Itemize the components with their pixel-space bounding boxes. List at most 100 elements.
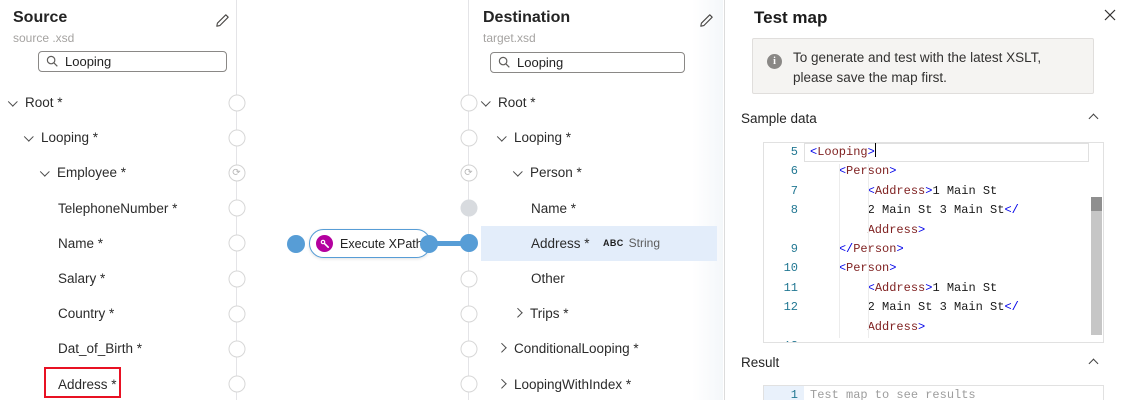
result-editor[interactable]: 1 Test map to see results — [763, 385, 1104, 400]
code-line[interactable]: 6 <Person> — [764, 162, 1103, 181]
code-line[interactable]: Address> — [764, 318, 1103, 337]
destination-handle-node[interactable] — [460, 270, 477, 288]
source-handle-node[interactable] — [228, 129, 245, 147]
chevron-right-icon[interactable] — [512, 308, 523, 318]
destination-handle-node[interactable] — [460, 375, 477, 393]
source-handle-node[interactable] — [228, 199, 245, 217]
code-line[interactable]: 11 <Address>1 Main St — [764, 279, 1103, 298]
chevron-down-icon[interactable] — [23, 132, 34, 143]
destination-handle-node[interactable] — [460, 199, 477, 217]
info-icon: i — [767, 54, 782, 69]
source-tree-node[interactable]: TelephoneNumber * — [0, 191, 236, 226]
chevron-down-icon[interactable] — [7, 96, 18, 107]
line-number: 10 — [783, 261, 798, 276]
destination-tree-node[interactable]: Person * — [481, 155, 717, 190]
code-line[interactable]: 13 — [764, 337, 1103, 342]
source-search-input[interactable] — [65, 54, 204, 69]
line-number: 11 — [783, 280, 798, 295]
source-handle-node[interactable] — [228, 305, 245, 323]
destination-node-label: LoopingWithIndex * — [514, 376, 632, 392]
destination-tree-node[interactable]: Looping * — [481, 120, 717, 155]
info-banner-line1: To generate and test with the latest XSL… — [793, 50, 1042, 65]
source-tree-node[interactable]: Root * — [0, 85, 236, 120]
destination-tree-node[interactable]: LoopingWithIndex * — [481, 367, 717, 400]
source-node-label: TelephoneNumber * — [58, 200, 178, 216]
code-text: </Person> — [838, 241, 904, 256]
code-line[interactable]: 8 2 Main St 3 Main St</ — [764, 201, 1103, 220]
abc-type-icon: ABC — [602, 238, 624, 249]
source-tree-node[interactable]: Address * — [0, 367, 236, 400]
chevron-right-icon[interactable] — [496, 378, 507, 389]
code-text: Address> — [867, 319, 926, 334]
chevron-up-icon — [1088, 113, 1098, 123]
destination-search-input[interactable] — [517, 55, 661, 70]
edit-destination-schema-button[interactable] — [698, 12, 716, 30]
source-tree-node[interactable]: Employee * — [0, 155, 236, 190]
indent-guide — [868, 164, 869, 338]
line-number: 13 — [764, 337, 804, 342]
source-handle-node[interactable] — [228, 270, 245, 288]
source-tree-node[interactable]: Dat_of_Birth * — [0, 331, 236, 366]
source-handle-node[interactable] — [228, 234, 245, 252]
code-line[interactable]: Address> — [764, 221, 1103, 240]
destination-tree-node[interactable]: Root * — [480, 85, 717, 120]
source-tree-node[interactable]: Looping * — [0, 120, 236, 155]
edit-source-schema-button[interactable] — [214, 12, 232, 30]
sample-data-collapse-button[interactable] — [1088, 111, 1104, 125]
info-banner-line2: please save the map first. — [793, 70, 947, 85]
chevron-down-icon[interactable] — [480, 96, 491, 107]
destination-tree-node[interactable]: Trips * — [481, 296, 717, 331]
destination-handle-node[interactable] — [460, 340, 477, 358]
chevron-down-icon[interactable] — [39, 167, 50, 178]
chevron-right-icon[interactable] — [496, 343, 507, 354]
destination-handle-node[interactable] — [459, 234, 478, 253]
source-handle-node[interactable] — [228, 340, 245, 358]
chevron-down-icon[interactable] — [496, 132, 507, 143]
destination-node-label: Address * — [531, 235, 590, 251]
line-number: 9 — [790, 241, 798, 256]
function-output-handle[interactable] — [420, 234, 438, 253]
line-number: 6 — [790, 164, 798, 179]
text-cursor — [874, 143, 877, 157]
code-text: <Address>1 Main St — [867, 280, 998, 295]
destination-tree-node[interactable]: Name * — [481, 191, 717, 226]
connection-wire[interactable] — [429, 241, 469, 246]
code-line[interactable]: 10 <Person> — [764, 259, 1103, 278]
destination-handle-node[interactable] — [460, 129, 477, 147]
editor-scrollbar[interactable] — [1091, 197, 1102, 335]
sample-data-editor[interactable]: 5<Looping>6 <Person>7 <Address>1 Main St… — [763, 142, 1104, 343]
source-handle-node[interactable] — [228, 94, 245, 112]
function-node-label: Execute XPath — [340, 236, 423, 251]
code-line[interactable]: 7 <Address>1 Main St — [764, 182, 1103, 201]
line-number — [764, 221, 804, 240]
code-line[interactable]: 9 </Person> — [764, 240, 1103, 259]
result-line-number: 1 — [764, 386, 804, 400]
code-line[interactable]: 5<Looping> — [764, 143, 1103, 162]
execute-xpath-node[interactable]: Execute XPath — [309, 229, 431, 258]
code-text: 2 Main St 3 Main St</ — [810, 203, 1019, 218]
code-line[interactable]: 12 2 Main St 3 Main St</ — [764, 298, 1103, 317]
source-tree-node[interactable]: Salary * — [0, 261, 236, 296]
destination-handle-node[interactable] — [460, 94, 477, 112]
destination-tree-node[interactable]: ConditionalLooping * — [481, 331, 717, 366]
chevron-down-icon[interactable] — [512, 167, 523, 178]
search-icon — [46, 55, 58, 67]
destination-handle-loop[interactable] — [460, 164, 477, 182]
destination-tree-node[interactable]: Other — [481, 261, 717, 296]
result-collapse-button[interactable] — [1088, 356, 1104, 370]
source-node-label: Employee * — [57, 165, 127, 181]
source-handle-node[interactable] — [228, 375, 245, 393]
function-input-handle[interactable] — [287, 234, 305, 253]
source-tree-node[interactable]: Name * — [0, 226, 236, 261]
source-node-label: Looping * — [41, 130, 99, 146]
source-tree-node[interactable]: Country * — [0, 296, 236, 331]
source-handle-loop[interactable] — [228, 164, 245, 182]
destination-handle-node[interactable] — [460, 305, 477, 323]
line-number: 12 — [783, 300, 798, 315]
destination-node-label: Root * — [498, 95, 536, 111]
close-button[interactable] — [1101, 7, 1119, 25]
indent-guide — [839, 164, 840, 338]
source-schema-filename: source .xsd — [13, 31, 75, 45]
